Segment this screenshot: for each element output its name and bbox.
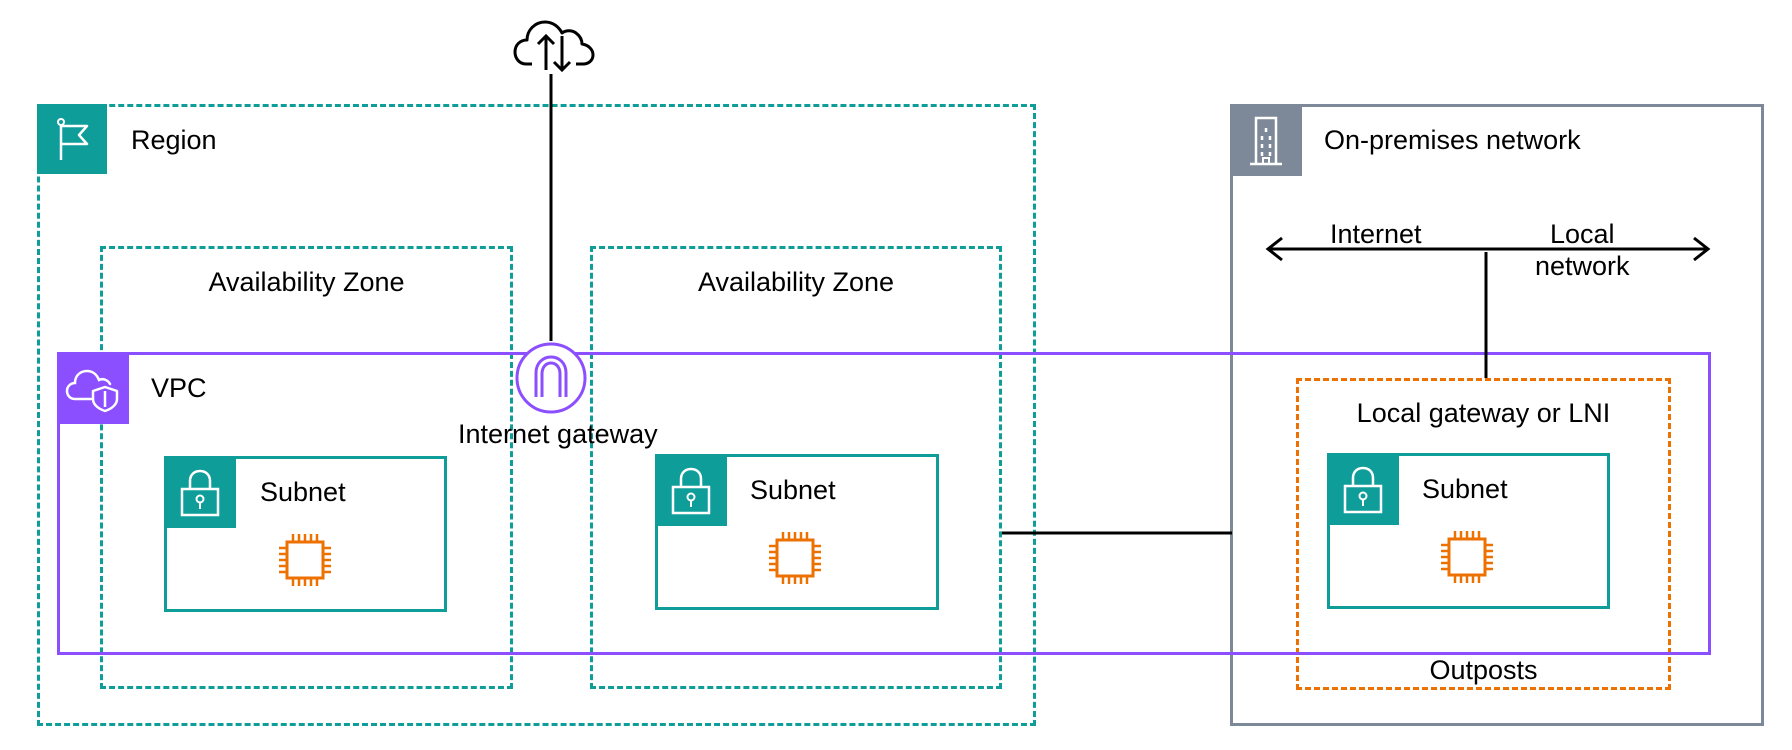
subnet-1: [164, 456, 447, 612]
cloud-up-down-icon: [513, 20, 595, 72]
subnet-2-label: Subnet: [750, 475, 836, 505]
subnet-3-tile: [1327, 453, 1399, 525]
local-network-label: Local network: [1535, 218, 1630, 282]
gateway-arch-icon: [515, 342, 587, 414]
building-icon: [1250, 116, 1282, 166]
flag-icon: [57, 118, 89, 160]
outposts-container: [1296, 378, 1671, 690]
subnet-1-label: Subnet: [260, 477, 346, 507]
on-premises-network-container: [1230, 104, 1764, 726]
network-arrow-left: [1265, 236, 1283, 262]
region-container: [37, 104, 1036, 726]
subnet-2-tile: [655, 454, 727, 526]
region-label: Region: [131, 125, 217, 155]
vpc-label: VPC: [151, 373, 207, 403]
availability-zone-2-label: Availability Zone: [697, 267, 895, 297]
cloud-shield-icon: [65, 369, 119, 413]
subnet-1-tile: [164, 456, 236, 528]
chip-icon: [279, 534, 331, 586]
outposts-label: Outposts: [1429, 655, 1538, 685]
network-arrow-right: [1693, 236, 1711, 262]
subnet-2: [655, 454, 939, 610]
chip-icon: [1441, 531, 1493, 583]
lock-icon: [671, 467, 711, 515]
lock-icon: [180, 469, 220, 517]
availability-zone-1-label: Availability Zone: [208, 267, 405, 297]
local-gateway-label: Local gateway or LNI: [1356, 398, 1611, 428]
chip-icon: [769, 532, 821, 584]
availability-zone-2: [590, 246, 1002, 689]
internet-gateway-label: Internet gateway: [458, 419, 658, 449]
subnet-3-label: Subnet: [1422, 474, 1508, 504]
vpc-container: [57, 352, 1711, 655]
local-network-label-line-1: Local: [1550, 219, 1615, 249]
on-premises-tile: [1230, 104, 1302, 176]
availability-zone-1: [100, 246, 513, 689]
subnet-3: [1327, 453, 1610, 609]
on-premises-label: On-premises network: [1324, 125, 1581, 155]
vpc-tile: [57, 352, 129, 424]
internet-label: Internet: [1330, 219, 1422, 249]
local-network-label-line-2: network: [1535, 251, 1630, 281]
lock-icon: [1343, 466, 1383, 514]
region-tile: [37, 104, 107, 174]
